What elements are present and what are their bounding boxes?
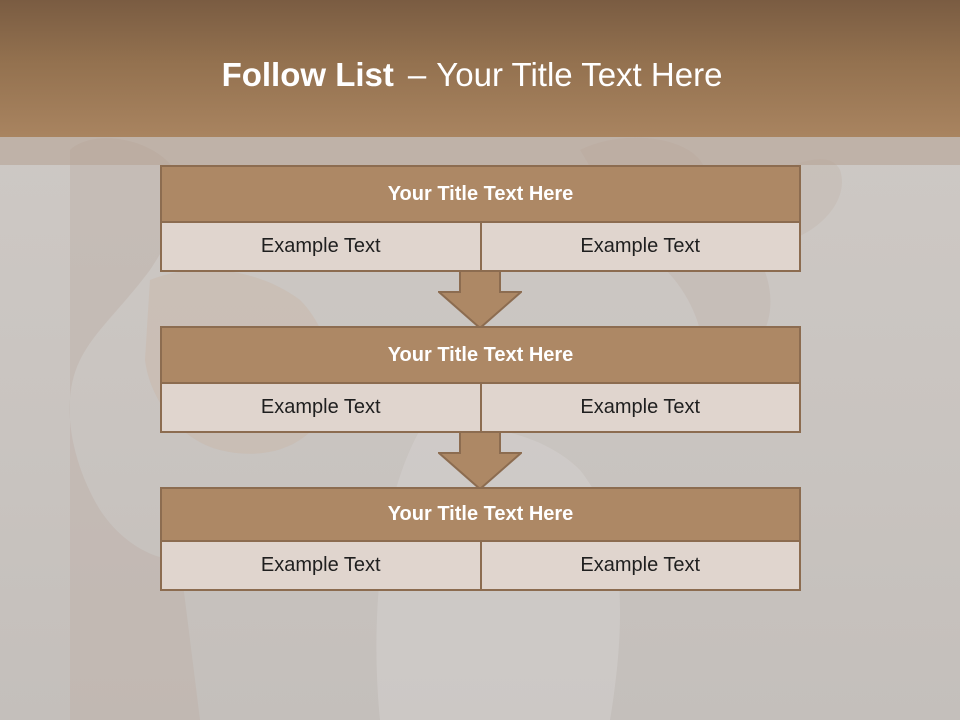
down-arrow-icon [438, 431, 522, 491]
block-cell-right: Example Text [479, 384, 800, 431]
header-strip [0, 137, 960, 165]
block-cell-left: Example Text [260, 235, 381, 257]
block-cell-left: Example Text [260, 396, 381, 418]
block-title: Your Title Text Here [160, 487, 801, 542]
slide-title-separator: – [407, 56, 427, 93]
block-row: Example Text Example Text [160, 542, 801, 591]
follow-block-1: Your Title Text Here Example Text Exampl… [160, 165, 801, 272]
follow-block-3: Your Title Text Here Example Text Exampl… [160, 487, 801, 591]
block-row: Example Text Example Text [160, 384, 801, 433]
block-cell-right: Example Text [479, 542, 800, 589]
block-title: Your Title Text Here [160, 326, 801, 384]
block-cell-left: Example Text [260, 554, 381, 576]
block-title: Your Title Text Here [160, 165, 801, 223]
header-band [0, 0, 960, 137]
block-cell-right: Example Text [479, 223, 800, 270]
block-row: Example Text Example Text [160, 223, 801, 272]
down-arrow-icon [438, 270, 522, 330]
slide-title-rest: Your Title Text Here [436, 56, 723, 93]
slide-title-bold: Follow List [221, 56, 394, 93]
slide-title: Follow List–Your Title Text Here [0, 52, 944, 98]
follow-block-2: Your Title Text Here Example Text Exampl… [160, 326, 801, 433]
